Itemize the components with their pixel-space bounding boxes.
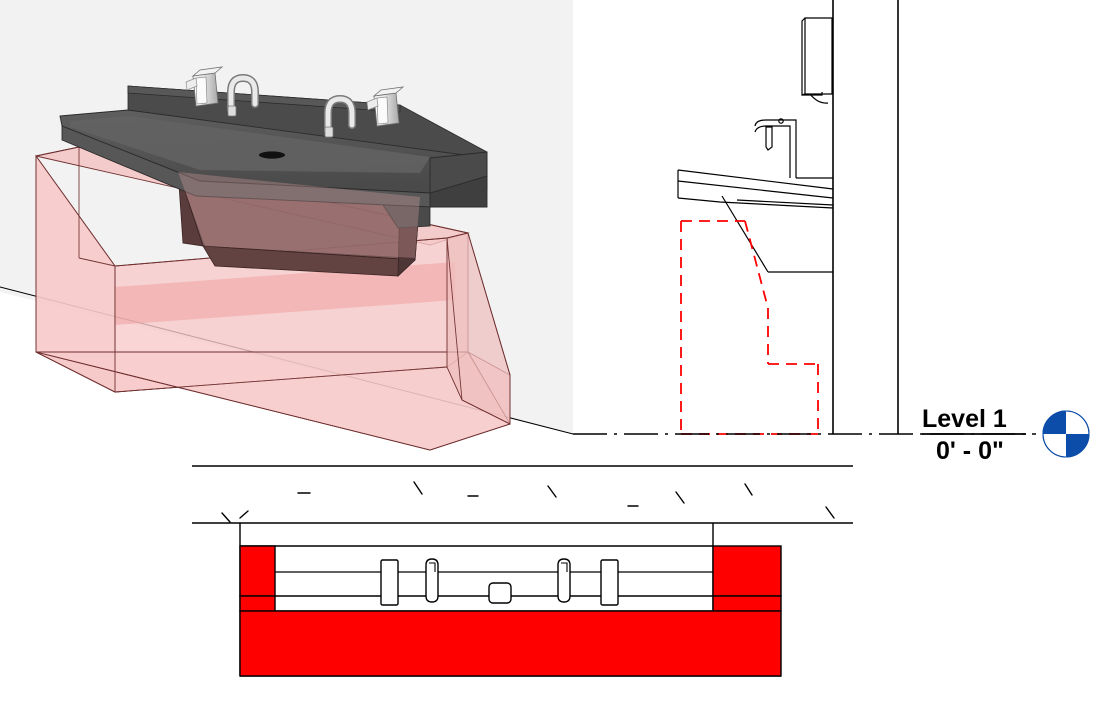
faucet-elevation[interactable] bbox=[754, 118, 797, 178]
drain-plan[interactable] bbox=[488, 582, 512, 604]
soap-dispenser-plan-left[interactable] bbox=[380, 559, 399, 606]
level-head-quadrant-icon[interactable] bbox=[1042, 410, 1090, 458]
highlighted-element-left[interactable] bbox=[239, 545, 276, 612]
clearance-volume-front-overlay bbox=[178, 172, 420, 258]
level-name-text: Level 1 bbox=[922, 405, 1007, 433]
faucet-plan-right[interactable] bbox=[557, 558, 571, 603]
soap-dispenser-right[interactable] bbox=[366, 86, 405, 127]
faucet-left[interactable] bbox=[227, 73, 259, 117]
faucet-right[interactable] bbox=[324, 94, 356, 138]
wall-hatch-strokes bbox=[221, 481, 835, 523]
counter-slab-profile[interactable] bbox=[677, 169, 834, 209]
highlighted-apron-band[interactable] bbox=[239, 610, 782, 677]
plan-view[interactable] bbox=[192, 465, 853, 677]
soap-dispenser-left[interactable] bbox=[185, 66, 224, 107]
faucet-plan-left[interactable] bbox=[425, 558, 439, 603]
level-tag[interactable]: Level 1 0' - 0" bbox=[922, 405, 1026, 465]
soap-dispenser-elevation[interactable] bbox=[801, 17, 833, 104]
drain-opening bbox=[259, 151, 285, 159]
soap-dispenser-plan-right[interactable] bbox=[600, 559, 619, 606]
bowl-profile[interactable] bbox=[721, 195, 833, 273]
threed-view[interactable] bbox=[0, 66, 574, 451]
level-elevation-text: 0' - 0" bbox=[936, 437, 1004, 465]
highlighted-element-right[interactable] bbox=[712, 545, 782, 612]
